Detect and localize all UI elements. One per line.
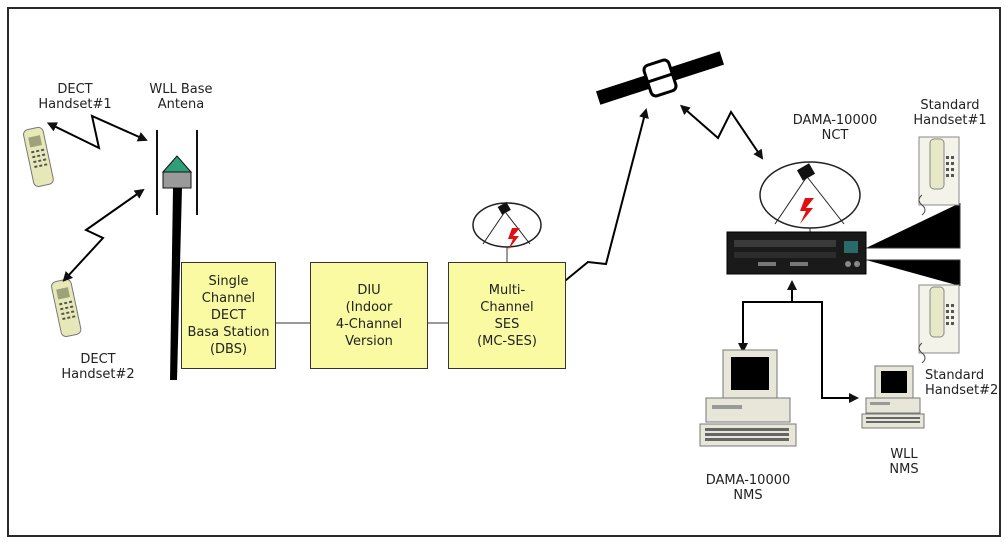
nct-rack-unit-icon <box>726 231 867 275</box>
wireless-link-satellite-nct <box>679 104 764 160</box>
wireless-link-dect1-antenna <box>46 114 148 150</box>
dama-nms-computer-icon <box>699 349 797 447</box>
wireless-link-dect2-antenna <box>62 188 145 282</box>
connector-lines <box>276 203 961 324</box>
ses-dish-icon <box>472 202 542 250</box>
standard-handset-2-label: Standard Handset#2 <box>925 368 997 398</box>
mc-ses-box: Multi- Channel SES (MC-SES) <box>448 262 566 369</box>
nct-dish-icon <box>759 161 861 229</box>
dect-handset-2-label: DECT Handset#2 <box>61 352 135 382</box>
standard-handset-1-icon <box>918 136 960 216</box>
wll-base-antenna-label: WLL Base Antena <box>149 82 213 112</box>
standard-handset-2-icon <box>918 284 960 364</box>
nms-link-arrows <box>738 280 859 403</box>
wll-nms-label: WLL NMS <box>889 447 919 477</box>
wll-nms-computer-icon <box>861 365 925 429</box>
satellite-icon <box>596 51 724 105</box>
dect-handset-2-icon <box>51 278 82 338</box>
standard-handset-1-label: Standard Handset#1 <box>913 98 987 128</box>
dect-handset-1-label: DECT Handset#1 <box>38 82 112 112</box>
dect-handset-1-icon <box>23 126 54 187</box>
dbs-box: Single Channel DECT Basa Station (DBS) <box>181 262 276 369</box>
dama-nct-label: DAMA-10000 NCT <box>792 113 878 143</box>
wll-base-antenna-icon <box>156 130 198 380</box>
diu-box: DIU (Indoor 4-Channel Version <box>310 262 428 369</box>
dama-nms-label: DAMA-10000 NMS <box>705 473 791 503</box>
